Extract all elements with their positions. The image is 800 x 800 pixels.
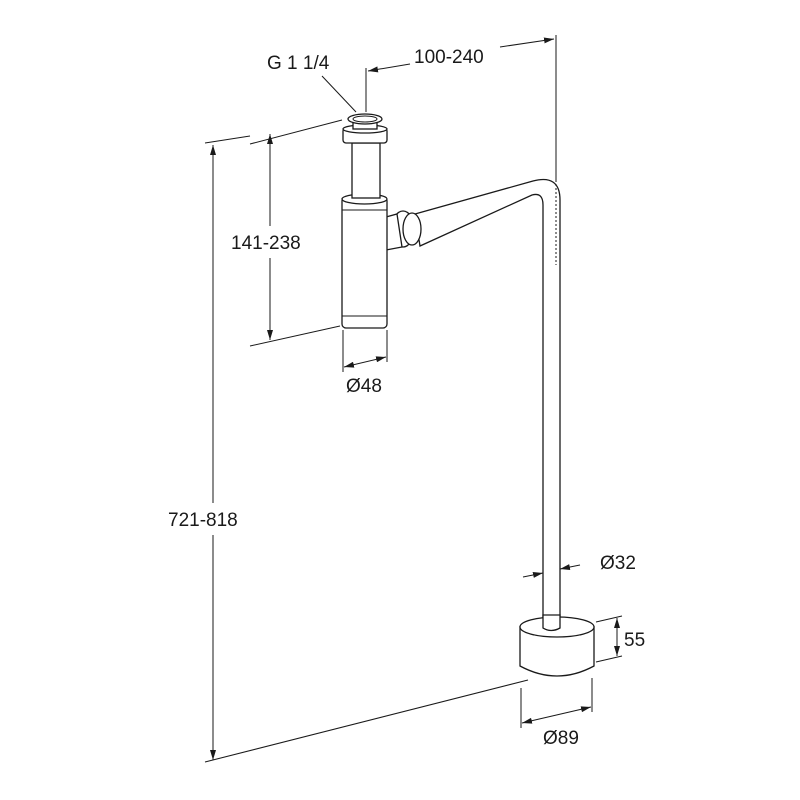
trap-height-label: 141-238 <box>231 233 301 254</box>
base-height-label: 55 <box>624 630 645 651</box>
pipe-diameter-arrow-right <box>559 564 581 570</box>
base-diameter-label: Ø89 <box>543 728 579 749</box>
pipe-diameter-arrow-left <box>522 572 544 578</box>
outlet-pipe <box>414 178 561 623</box>
dimensions <box>204 35 623 763</box>
trap-assembly <box>341 113 595 677</box>
trap-body <box>341 196 388 329</box>
thread-leader <box>321 75 357 113</box>
trap-diameter-label: Ø48 <box>346 376 382 397</box>
floor-base <box>519 626 595 677</box>
wall-distance-arrow-right <box>499 37 555 48</box>
wall-distance-label: 100-240 <box>414 47 484 68</box>
trap-diameter-arrow <box>343 356 387 368</box>
inlet-tube <box>351 142 381 199</box>
total-height-label: 721-818 <box>168 510 238 531</box>
pipe-diameter-label: Ø32 <box>600 553 636 574</box>
wall-distance-arrow-left <box>367 63 411 73</box>
base-diameter-arrow <box>521 706 592 724</box>
thread-label: G 1 1/4 <box>267 53 330 74</box>
